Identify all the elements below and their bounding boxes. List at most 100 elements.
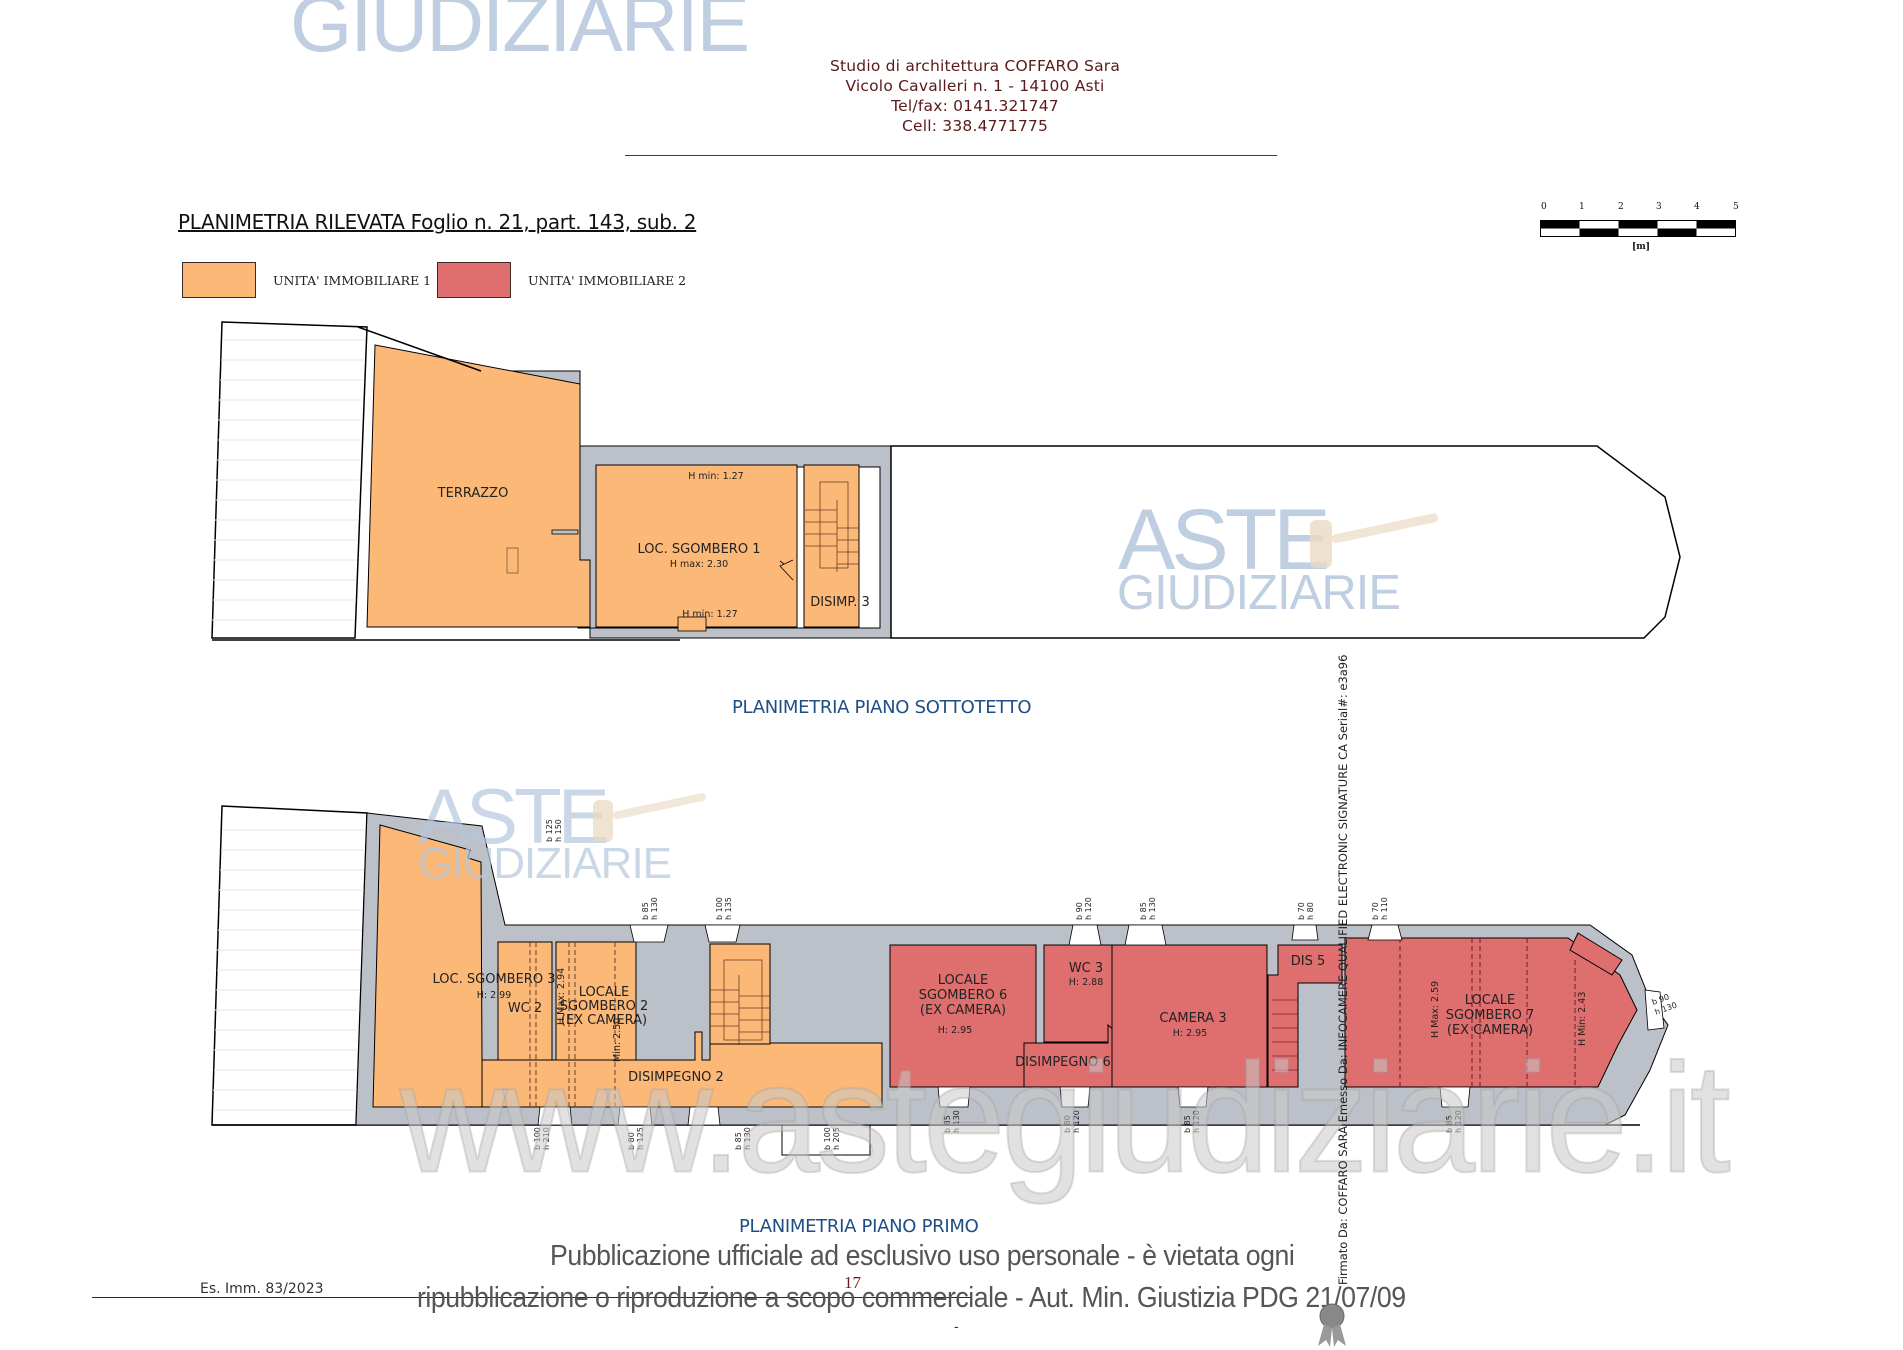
- label-h-sgombero-3: H: 2.99: [477, 990, 512, 1001]
- legend-label-unit2: UNITA' IMMOBILIARE 2: [528, 273, 687, 288]
- label-locale-sgombero-6-l3: (EX CAMERA): [920, 1003, 1006, 1018]
- studio-cell: Cell: 338.4771775: [901, 117, 1049, 135]
- label-wc-2: WC 2: [508, 1001, 542, 1016]
- svg-text:h 135: h 135: [724, 897, 733, 920]
- staircase-sottotetto: [779, 481, 859, 581]
- svg-text:b 85: b 85: [641, 902, 650, 920]
- svg-text:h 205: h 205: [832, 1127, 841, 1150]
- publication-notice-line2: ripubblicazione o riproduzione a scopo c…: [417, 1282, 1406, 1314]
- label-hmin-sgombero-2: Min: 2.50: [612, 1018, 623, 1062]
- neighbor-building-left: [211, 321, 368, 639]
- label-locale-sgombero-7-l1: LOCALE: [1465, 993, 1515, 1008]
- svg-text:b 80: b 80: [627, 1132, 636, 1150]
- watermark-giudiziarie-1: GIUDIZIARIE: [1117, 566, 1401, 620]
- svg-text:b 90: b 90: [1075, 902, 1084, 920]
- scale-tick-5: 5: [1733, 202, 1739, 212]
- staircase-primo: [710, 959, 770, 1045]
- svg-text:b 125: b 125: [545, 819, 554, 842]
- scale-tick-2: 2: [1618, 202, 1624, 212]
- stair-primo: [709, 943, 771, 1045]
- gavel-icon: [1310, 513, 1438, 568]
- scale-bar-graphic: [1540, 220, 1736, 237]
- label-dis-5: DIS 5: [1291, 954, 1326, 969]
- watermark-aste-2: ASTE: [418, 772, 610, 860]
- label-locale-sgombero-7-l2: SGOMBERO 7: [1446, 1008, 1535, 1023]
- svg-text:h 80: h 80: [1306, 902, 1315, 920]
- svg-text:h 125: h 125: [636, 1127, 645, 1150]
- scale-tick-0: 0: [1541, 202, 1547, 212]
- dashed-lines-unit2: [1399, 938, 1576, 1087]
- watermark-aste-1: ASTE: [1118, 492, 1331, 588]
- label-hmin-bottom: H min: 1.27: [682, 609, 737, 620]
- scale-unit: [m]: [1632, 242, 1651, 252]
- room-wc-2: [497, 941, 553, 1061]
- gavel-icon-2: [593, 793, 707, 842]
- opening-labels-top: b 125 h 150 b 85 h 130 b 100 h 135 b 90 …: [545, 819, 1678, 1017]
- room-camera-3: [1111, 944, 1268, 1088]
- page-number: 17: [844, 1273, 861, 1292]
- svg-text:h 130: h 130: [1148, 897, 1157, 920]
- page-title: PLANIMETRIA RILEVATA Foglio n. 21, part.…: [178, 210, 697, 234]
- label-terrazzo: TERRAZZO: [437, 486, 509, 501]
- neighbor-building-right: [890, 445, 1681, 639]
- svg-text:b 85: b 85: [1139, 902, 1148, 920]
- label-loc-sgombero-1: LOC. SGOMBERO 1: [638, 542, 761, 557]
- svg-text:h 120: h 120: [1084, 897, 1093, 920]
- room-dis-5: [1267, 944, 1343, 1088]
- label-locale-sgombero-6-l2: SGOMBERO 6: [919, 988, 1008, 1003]
- label-locale-sgombero-7-l3: (EX CAMERA): [1447, 1023, 1533, 1038]
- label-locale-sgombero-6-l1: LOCALE: [938, 973, 988, 988]
- legend-swatch-unit1: [182, 262, 256, 298]
- svg-text:b 70: b 70: [1371, 902, 1380, 920]
- caption-piano-sottotetto: PLANIMETRIA PIANO SOTTOTETTO: [732, 697, 1032, 718]
- digital-signature: Firmato Da: COFFARO SARA Emesso Da: INFO…: [1336, 654, 1350, 1285]
- watermark-url: www.astegiudiziarie.it: [399, 1031, 1732, 1206]
- room-disimpegno-2: [481, 1031, 883, 1108]
- label-disimpegno-2: DISIMPEGNO 2: [628, 1070, 724, 1085]
- header-divider: [625, 155, 1277, 156]
- watermark-giudiziarie-top: GIUDIZIARIE: [290, 0, 750, 68]
- room-locale-sgombero-6: [889, 944, 1037, 1088]
- case-reference: Es. Imm. 83/2023: [198, 1281, 326, 1297]
- neighbor-building-left-primo: [211, 805, 368, 1126]
- svg-text:b 85: b 85: [734, 1132, 743, 1150]
- studio-address: Vicolo Cavalleri n. 1 - 14100 Asti: [845, 77, 1105, 95]
- label-hmin-sgombero-7: H Min: 2.43: [1577, 992, 1588, 1046]
- scale-tick-1: 1: [1579, 202, 1585, 212]
- scale-tick-3: 3: [1656, 202, 1662, 212]
- label-hmin-top: H min: 1.27: [688, 471, 743, 482]
- watermark-giudiziarie-2: GIUDIZIARIE: [418, 839, 672, 888]
- label-camera-3: CAMERA 3: [1159, 1011, 1226, 1026]
- studio-phone: Tel/fax: 0141.321747: [891, 97, 1059, 115]
- caption-piano-primo: PLANIMETRIA PIANO PRIMO: [739, 1216, 979, 1237]
- svg-text:h 130: h 130: [952, 1110, 961, 1133]
- svg-text:h 110: h 110: [1380, 897, 1389, 920]
- dashed-lines-unit1: [529, 942, 616, 1107]
- label-hmax-sgombero-1: H max: 2.30: [670, 559, 728, 570]
- label-h-camera-3: H: 2.95: [1173, 1028, 1208, 1039]
- studio-header: Studio di architettura COFFARO Sara Vico…: [700, 56, 1250, 136]
- svg-text:b 85: b 85: [943, 1115, 952, 1133]
- svg-text:h 210: h 210: [542, 1127, 551, 1150]
- svg-text:h 120: h 120: [1192, 1110, 1201, 1133]
- scale-bar: 0 1 2 3 4 5 [m]: [1540, 202, 1740, 262]
- legend-swatch-unit2: [437, 262, 511, 298]
- svg-text:h 130: h 130: [743, 1127, 752, 1150]
- label-locale-sgombero-2-l2: SGOMBERO 2: [560, 999, 649, 1014]
- opening-labels-bottom: b 100 h 210 b 80 h 125 b 85 h 130 b 100 …: [533, 1110, 1463, 1150]
- svg-text:b 70: b 70: [1297, 902, 1306, 920]
- label-hmax-sgombero-2: H Max: 2.94: [556, 968, 567, 1025]
- publication-notice-line1: Pubblicazione ufficiale ad esclusivo uso…: [550, 1240, 1295, 1272]
- label-h-sgombero-6: H: 2.95: [938, 1025, 973, 1036]
- svg-text:b 80: b 80: [1063, 1115, 1072, 1133]
- window-openings-bottom: [537, 1086, 1471, 1126]
- svg-text:h 130: h 130: [650, 897, 659, 920]
- seal-ribbon-icon: [1318, 1303, 1346, 1347]
- label-loc-sgombero-3: LOC. SGOMBERO 3: [433, 972, 556, 987]
- label-h-wc-3: H: 2.88: [1069, 977, 1104, 988]
- svg-text:b 85: b 85: [1445, 1115, 1454, 1133]
- svg-text:h 120: h 120: [1072, 1110, 1081, 1133]
- svg-text:h 150: h 150: [554, 819, 563, 842]
